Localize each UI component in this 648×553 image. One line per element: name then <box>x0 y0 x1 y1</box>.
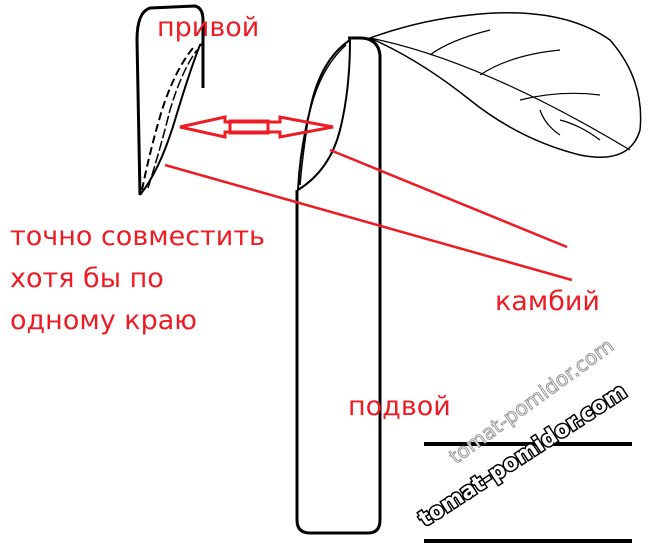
arrow-center-bar <box>228 119 270 135</box>
instruction-line-2: хотя бы по <box>10 263 164 294</box>
scion-outline <box>135 4 205 196</box>
scion-cambium-dashed-inner <box>147 49 198 189</box>
instruction-line-1: точно совместить <box>10 221 265 252</box>
leaf-outline <box>367 12 642 158</box>
cambium-pointer-scion <box>164 163 573 282</box>
cambium-pointer-rootstock <box>329 148 568 249</box>
scion-cambium-dashed <box>141 47 194 191</box>
scion-label: привой <box>157 12 260 43</box>
instruction-line-3: одному краю <box>10 305 198 336</box>
rootstock-cut <box>296 38 352 192</box>
rootstock-cut-inner <box>299 44 347 186</box>
rootstock-label: подвой <box>348 391 451 422</box>
cambium-label: камбий <box>495 286 600 317</box>
scion-cut <box>139 43 205 196</box>
rootstock-outline <box>295 36 382 535</box>
leaf-veins <box>369 29 631 151</box>
align-double-arrow <box>179 115 334 139</box>
